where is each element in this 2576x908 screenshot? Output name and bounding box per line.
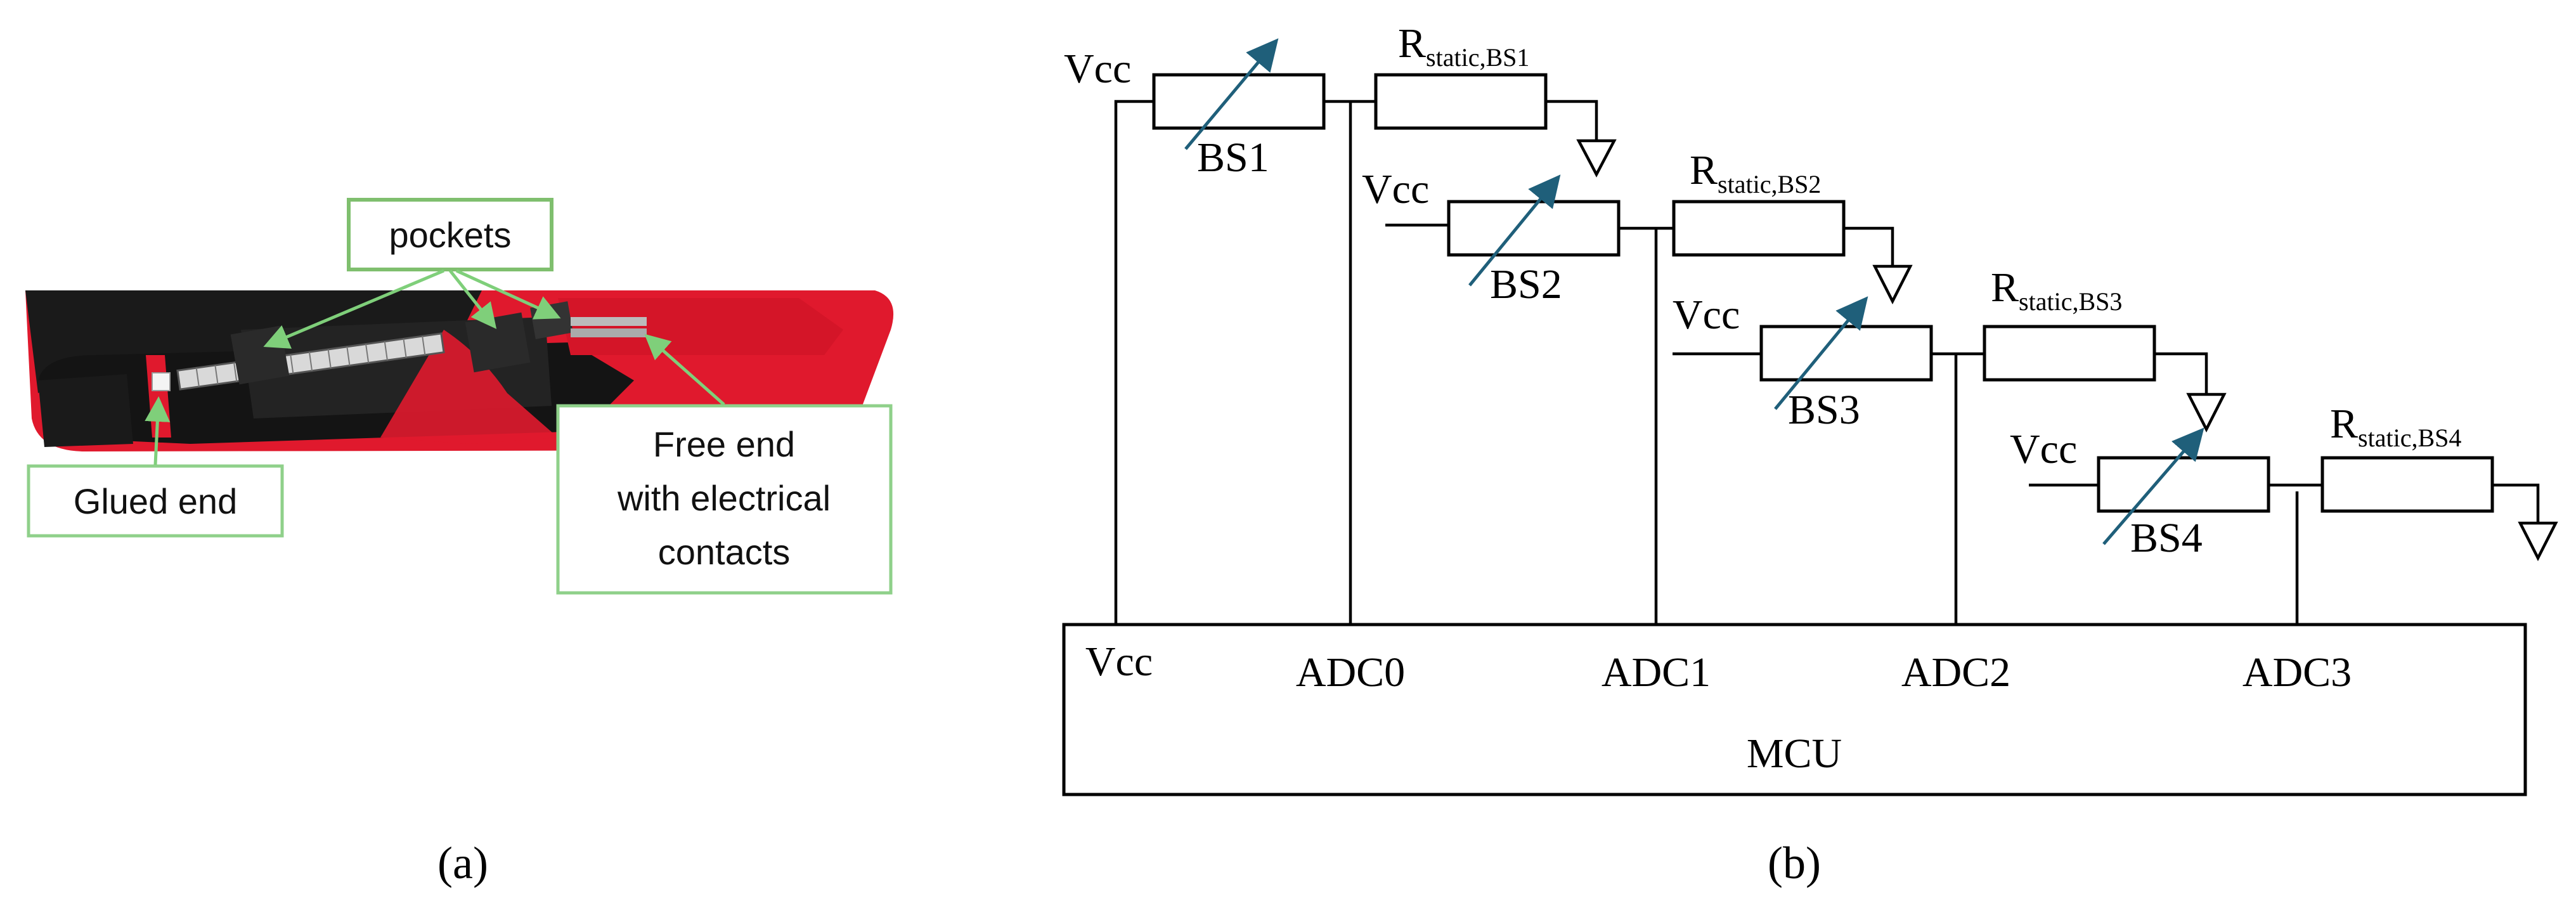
resistor-bs3-sub: static,BS3 [2019, 287, 2122, 316]
resistor-bs1-main: R [1398, 20, 1426, 67]
callout-free-end-line2: with electrical [617, 478, 831, 518]
ground-2 [1872, 264, 1913, 304]
mcu-label: MCU [1747, 730, 1842, 777]
mcu-pin-adc1: ADC1 [1602, 649, 1711, 696]
resistor-static-bs2 [1672, 200, 1846, 257]
vcc-label-1: Vcc [1064, 46, 1131, 92]
resistor-bs3-main: R [1991, 264, 2019, 311]
mcu-box [1062, 623, 2527, 796]
sensor-bs4 [2097, 456, 2270, 513]
stage-bs2: Vcc BS2 Rstatic,BS2 [1362, 147, 1913, 625]
mcu-pin-adc3: ADC3 [2243, 649, 2352, 696]
ground-3 [2186, 392, 2227, 432]
panel-b: MCU Vcc ADC0 ADC1 ADC2 ADC3 Vcc BS1 Rsta… [1062, 20, 2558, 888]
sensor-bs1 [1152, 73, 1326, 130]
ground-4 [2518, 521, 2558, 561]
variable-arrow-bs4 [2102, 427, 2204, 545]
resistor-static-bs4 [2320, 456, 2494, 513]
callout-free-end: Free end with electrical contacts [556, 334, 893, 595]
stage-bs3: Vcc BS3 Rstatic,BS3 [1673, 264, 2227, 625]
variable-arrow-bs2 [1468, 174, 1561, 287]
callout-glued-end-text: Glued end [74, 481, 237, 521]
resistor-bs4-sub: static,BS4 [2358, 424, 2461, 452]
variable-arrow-bs3 [1774, 296, 1868, 410]
stage-bs1: Vcc BS1 Rstatic,BS1 [1064, 20, 1617, 625]
resistor-static-bs1 [1374, 73, 1548, 130]
glove-photo [25, 290, 894, 451]
svg-text:Rstatic,BS2: Rstatic,BS2 [1690, 147, 1821, 198]
callout-pockets-text: pockets [389, 215, 512, 255]
callout-free-end-line1: Free end [653, 424, 795, 464]
mcu-pin-vcc: Vcc [1085, 639, 1153, 685]
mcu-pin-adc2: ADC2 [1901, 649, 2010, 696]
sensor-bs2 [1447, 200, 1621, 257]
svg-text:Rstatic,BS4: Rstatic,BS4 [2330, 401, 2461, 452]
resistor-bs2-main: R [1690, 147, 1718, 193]
sensor-bs3-label: BS3 [1788, 387, 1860, 433]
svg-text:Rstatic,BS3: Rstatic,BS3 [1991, 264, 2122, 316]
sensor-bs1-label: BS1 [1197, 134, 1269, 181]
vcc-label-2: Vcc [1362, 166, 1429, 212]
vcc-label-3: Vcc [1673, 292, 1740, 338]
sensor-bs2-label: BS2 [1490, 261, 1562, 308]
callout-glued-end: Glued end [27, 396, 284, 538]
sensor-bs3 [1759, 325, 1933, 382]
resistor-bs1-sub: static,BS1 [1426, 43, 1529, 72]
panel-a: pockets Glued end Free end with electric… [25, 198, 894, 888]
panel-b-label: (b) [1768, 838, 1821, 888]
resistor-bs4-main: R [2330, 401, 2358, 447]
stage-bs4: Vcc BS4 Rstatic,BS4 [2010, 401, 2558, 625]
mcu-pin-adc0: ADC0 [1296, 649, 1405, 696]
variable-arrow-bs1 [1184, 38, 1279, 150]
resistor-static-bs3 [1983, 325, 2156, 382]
resistor-bs2-sub: static,BS2 [1718, 170, 1821, 198]
callout-pockets: pockets [263, 198, 561, 349]
panel-a-label: (a) [437, 838, 488, 888]
sensor-bs4-label: BS4 [2130, 515, 2203, 561]
ground-1 [1576, 139, 1617, 178]
callout-free-end-line3: contacts [658, 532, 791, 572]
svg-text:Rstatic,BS1: Rstatic,BS1 [1398, 20, 1529, 72]
vcc-label-4: Vcc [2010, 426, 2077, 472]
